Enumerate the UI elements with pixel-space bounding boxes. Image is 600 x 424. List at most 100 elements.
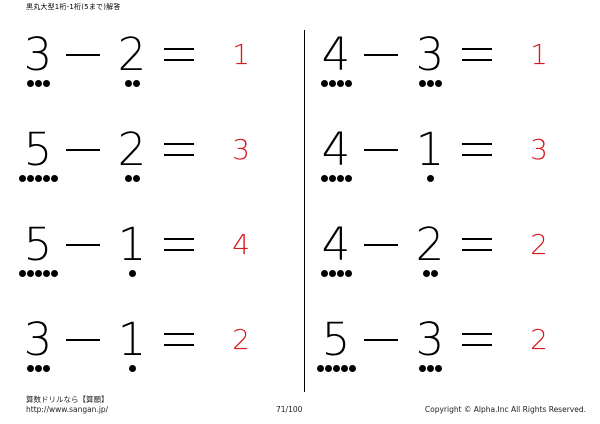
count-dot [434,365,442,372]
equals-bar [164,59,194,61]
footer-url[interactable]: http://www.sangan.jp/ [26,405,109,414]
count-dot [426,175,434,182]
count-dot [344,80,352,87]
count-dot [18,175,26,182]
count-dot [344,175,352,182]
minuend-dots [312,175,360,183]
count-dot [336,80,344,87]
count-dot [422,270,430,277]
count-dot [26,175,34,182]
equals-bar [462,238,492,240]
count-dot [128,270,136,277]
count-dot [128,365,136,372]
answer: 2 [530,323,548,356]
subtrahend-dots [406,80,454,88]
count-dot [26,270,34,277]
minuend-dots [14,80,62,88]
count-dot [34,365,42,372]
problem-row: 5 3 2 [312,315,592,383]
minuend-dots [14,175,62,183]
minuend: 3 [23,28,53,81]
answer: 3 [232,133,250,166]
equals-bar [462,59,492,61]
equals-sign [462,238,492,251]
header-title: 黒丸大型1桁-1桁(5まで)解答 [26,3,121,11]
count-dot [336,175,344,182]
minuend-dots [312,365,360,373]
equals-sign [462,333,492,346]
footer-copyright: Copyright © Alpha.Inc All Rights Reserve… [424,405,586,414]
equals-sign [164,238,194,251]
count-dot [430,270,438,277]
count-dot [418,365,426,372]
minuend: 4 [321,123,351,176]
equals-sign [164,48,194,61]
count-dot [42,270,50,277]
answer: 2 [530,228,548,261]
equals-sign [462,48,492,61]
count-dot [336,270,344,277]
minus-sign [364,149,398,151]
count-dot [34,175,42,182]
answer: 3 [530,133,548,166]
minuend: 3 [23,313,53,366]
count-dot [42,175,50,182]
subtrahend: 3 [415,313,445,366]
minus-sign [66,54,100,56]
count-dot [328,80,336,87]
equals-sign [462,143,492,156]
problem-row: 5 2 3 [14,125,294,193]
count-dot [26,80,34,87]
count-dot [124,175,132,182]
count-dot [320,270,328,277]
subtrahend: 2 [117,28,147,81]
column-divider [304,30,305,392]
count-dot [18,270,26,277]
equals-bar [462,48,492,50]
count-dot [418,80,426,87]
count-dot [324,365,332,372]
minuend: 4 [321,28,351,81]
equals-bar [462,154,492,156]
minuend-dots [312,80,360,88]
count-dot [320,80,328,87]
minus-sign [66,339,100,341]
count-dot [434,80,442,87]
subtrahend: 3 [415,28,445,81]
count-dot [426,80,434,87]
answer: 1 [232,38,250,71]
minuend-dots [312,270,360,278]
minus-sign [364,244,398,246]
equals-sign [164,143,194,156]
count-dot [50,270,58,277]
minuend: 5 [23,123,53,176]
equals-bar [462,333,492,335]
equals-bar [164,249,194,251]
equals-bar [462,249,492,251]
subtrahend-dots [406,175,454,183]
equals-sign [164,333,194,346]
count-dot [316,365,324,372]
count-dot [34,80,42,87]
count-dot [124,80,132,87]
minuend: 5 [321,313,351,366]
footer-site-name: 算数ドリルなら【算願】 [26,395,109,404]
equals-bar [164,154,194,156]
answer: 2 [232,323,250,356]
subtrahend: 2 [117,123,147,176]
subtrahend-dots [108,175,156,183]
subtrahend-dots [108,80,156,88]
subtrahend-dots [108,270,156,278]
equals-bar [164,143,194,145]
subtrahend: 1 [117,218,147,271]
footer-page-number: 71/100 [276,405,303,414]
problem-row: 3 2 1 [14,30,294,98]
subtrahend-dots [406,270,454,278]
count-dot [426,365,434,372]
